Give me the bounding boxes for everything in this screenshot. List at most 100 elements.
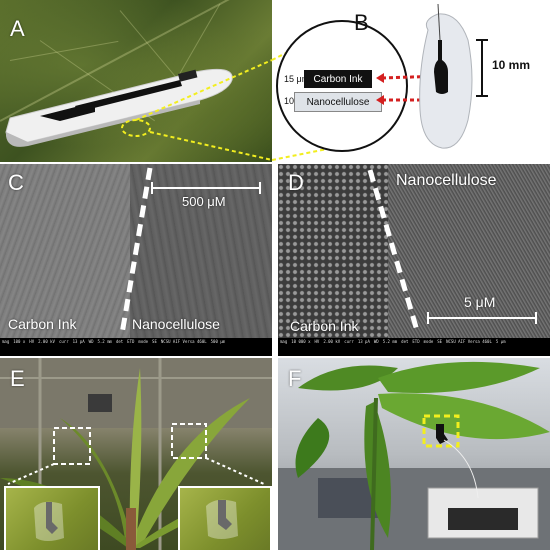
- footer-field: 5 μm: [495, 339, 506, 344]
- footer-field: 10 000 x: [291, 339, 311, 344]
- footer-field: SE: [152, 339, 157, 344]
- sensor-illustration: [5, 59, 272, 161]
- footer-field: curr: [344, 339, 354, 344]
- carbon-ink-label-d: Carbon Ink: [290, 318, 359, 334]
- sensor-electrode: [436, 424, 448, 444]
- panel-f-leaf-sensor-photo: F: [278, 358, 550, 550]
- footer-field: curr: [58, 339, 69, 344]
- sensor-substrate: [206, 499, 238, 539]
- panel-label-a: A: [10, 16, 25, 41]
- panel-c-sem-low-mag: 500 μM Carbon Ink Nanocellulose mag 100 …: [0, 164, 272, 356]
- plant-illustration-f: [278, 361, 550, 550]
- plant-leaf: [364, 402, 391, 538]
- sensor-callout-right: [171, 423, 207, 459]
- sensor-callout-box: [422, 414, 460, 448]
- footer-field: 13 pA: [357, 339, 370, 344]
- sensor-callout-left: [53, 427, 91, 465]
- plant-leaf: [0, 478, 136, 548]
- inset-sensor-left: [34, 501, 64, 541]
- nanocellulose-substrate: [5, 68, 233, 144]
- sensor-wire: [443, 439, 479, 499]
- footer-field: SE: [437, 339, 443, 344]
- zoom-callout-line-bottom: [149, 131, 272, 161]
- sem-footer-c: mag 100 x HV 2.00 kV curr 13 pA WD 5.2 m…: [0, 338, 272, 356]
- zoom-callout-line-bottom-ext: [272, 147, 333, 161]
- plant-leaf: [132, 486, 272, 548]
- panel-label-d: D: [288, 170, 304, 195]
- zoom-callout-ellipse: [121, 119, 151, 137]
- plant-leaf: [129, 368, 142, 548]
- callout-link-right: [205, 457, 265, 485]
- sensor-inset-right: [178, 486, 272, 550]
- footer-field: 5.2 mm: [382, 339, 398, 344]
- callout-link-left: [7, 463, 55, 485]
- panel-a-leaf-sensor: A: [0, 0, 272, 162]
- scale-label-d: 5 μM: [464, 294, 496, 310]
- footer-field: 100 x: [13, 339, 26, 344]
- plant-stem: [370, 397, 378, 550]
- footer-field: 2.00 kV: [38, 339, 55, 344]
- scale-label-10mm: 10 mm: [492, 58, 531, 72]
- panel-label-b: B: [354, 10, 369, 35]
- footer-field: det: [115, 339, 124, 344]
- zoom-callout-line-top: [135, 59, 272, 121]
- carbon-ink-region: [0, 164, 130, 338]
- material-boundary: [119, 167, 153, 335]
- sem-footer-d: mag 10 000 x HV 2.00 kV curr 13 pA WD 5.…: [278, 338, 550, 356]
- footer-field: mode: [138, 339, 149, 344]
- nanocellulose-label-d: Nanocellulose: [396, 172, 497, 189]
- footer-field: NCSU AIF Versa 460L: [160, 339, 207, 344]
- nanocellulose-region: [388, 164, 550, 338]
- carbon-thickness-label: 15 μm: [284, 74, 310, 84]
- plant-leaf: [295, 418, 330, 478]
- sem-c-overlay: [119, 167, 261, 335]
- carbon-ink-trace: [75, 80, 182, 112]
- plant-stem: [126, 508, 136, 550]
- carbon-ink-label-c: Carbon Ink: [8, 316, 77, 332]
- footer-field: 2.00 kV: [323, 339, 341, 344]
- lab-person: [318, 478, 378, 518]
- footer-field: mag: [280, 339, 288, 344]
- lab-equipment-screen: [448, 508, 518, 530]
- inset-sensor-right: [206, 499, 238, 539]
- sensor-substrate: [34, 501, 64, 541]
- sensor-inset-left: [4, 486, 100, 550]
- footer-field: ETD: [127, 339, 135, 344]
- footer-field: ETD: [412, 339, 420, 344]
- plant-leaf-with-sensor: [378, 393, 550, 440]
- panel-label-f: F: [288, 366, 302, 391]
- camera-device: [88, 394, 112, 412]
- footer-field: det: [401, 339, 409, 344]
- sensor-electrode: [46, 502, 58, 534]
- panel-label-c: C: [8, 170, 24, 195]
- nanocellulose-layer: Nanocellulose: [294, 92, 382, 112]
- carbon-ink-region: [278, 164, 388, 338]
- plant-leaf: [298, 365, 398, 391]
- sem-d-overlay: [367, 169, 537, 335]
- panel-label-e: E: [10, 366, 25, 391]
- footer-field: mag: [2, 339, 10, 344]
- footer-field: 5.2 mm: [97, 339, 112, 344]
- carbon-ink-contact: [178, 69, 198, 82]
- panel-e-plant-chamber: E: [0, 358, 272, 550]
- nanocellulose-label-c: Nanocellulose: [132, 316, 220, 332]
- cross-section-bubble: 15 μm 10 μm Carbon Ink Nanocellulose: [276, 20, 408, 152]
- footer-field: 13 pA: [72, 339, 85, 344]
- substrate-edge: [6, 100, 200, 147]
- footer-field: WD: [373, 339, 379, 344]
- footer-field: WD: [88, 339, 94, 344]
- plant-leaf: [130, 398, 250, 548]
- footer-field: 500 μm: [210, 339, 226, 344]
- carbon-ink-layer: Carbon Ink: [304, 70, 372, 88]
- nanocellulose-region: [130, 164, 272, 338]
- sensor-electrode: [218, 500, 232, 530]
- plant-leaf: [378, 361, 540, 393]
- panel-b-cross-section: 15 μm 10 μm Carbon Ink Nanocellulose 10 …: [272, 0, 550, 162]
- panel-d-sem-high-mag: Nanocellulose 5 μM Carbon Ink mag 10 000…: [278, 164, 550, 356]
- footer-field: HV: [29, 339, 35, 344]
- footer-field: mode: [423, 339, 434, 344]
- footer-field: NCSU AIF Versa 460L: [446, 339, 492, 344]
- footer-field: HV: [314, 339, 320, 344]
- material-boundary: [367, 169, 421, 335]
- plant-illustration-e: [0, 358, 272, 550]
